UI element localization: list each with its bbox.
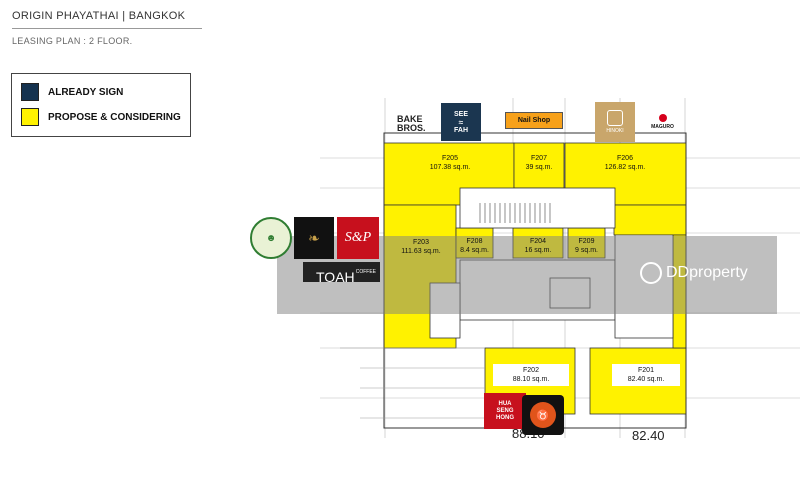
watermark-text: DDproperty [666,264,748,281]
logo-sp: S&P [337,217,379,259]
logo-bake-bros: BAKE BROS. [397,111,437,137]
unit-f207: F207 39 sq.m. [514,154,564,172]
unit-f209-area: 9 sq.m. [575,247,598,254]
logo-maguro-text: MAGURO [651,124,674,130]
page-title: ORIGIN PHAYATHAI | BANGKOK [12,10,186,22]
unit-f208-area: 8.4 sq.m. [460,247,489,254]
unit-f209-id: F209 [578,238,595,245]
dimension-f201: 82.40 [632,428,665,443]
unit-f202: F202 88.10 sq.m. [493,364,569,386]
logo-coffee: COFFEE [303,262,380,282]
logo-hua-seng-hong: HUA SENG HONG [484,393,526,429]
legend-item-signed: ALREADY SIGN [21,83,123,101]
wave-icon: ≈ [458,117,464,127]
unit-f207-area: 39 sq.m. [525,164,553,171]
logo-bake-bros-text: BAKE BROS. [397,114,426,133]
unit-f203: F203 111.63 sq.m. [388,238,454,256]
maguro-dot-icon [658,114,667,122]
unit-f205-area: 107.38 sq.m. [429,164,471,171]
legend: ALREADY SIGN PROPOSE & CONSIDERING [11,73,191,137]
logo-toah: TOAH [316,269,355,285]
unit-f208-id: F208 [466,238,483,245]
unit-f204-area: 16 sq.m. [524,247,552,254]
logo-hsh-line1: HUA [498,400,512,407]
bird-icon: ❧ [308,229,320,246]
hinoki-emblem-icon [607,110,623,126]
legend-label-propose: PROPOSE & CONSIDERING [48,111,181,123]
legend-item-propose: PROPOSE & CONSIDERING [21,108,181,126]
unit-f204-id: F204 [530,238,546,245]
title-divider [12,28,202,29]
unit-f203-id: F203 [413,239,429,246]
logo-see-fah-line1: SEE [453,110,468,118]
bull-icon: ♉ [530,402,556,428]
unit-f205: F205 107.38 sq.m. [400,154,500,172]
stairs [479,203,551,223]
logo-nail-shop-text: Nail Shop [517,117,551,124]
logo-circle-mascot: ☻ [250,217,292,259]
unit-f202-area: 88.10 sq.m. [512,376,550,383]
legend-swatch-signed [21,83,39,101]
legend-swatch-propose [21,108,39,126]
unit-f202-id: F202 [523,367,539,374]
unit-f206-id: F206 [617,155,633,162]
logo-coffee-text: COFFEE [355,269,376,275]
unit-f201-area: 82.40 sq.m. [627,376,665,383]
mascot-icon: ☻ [265,232,277,244]
unit-f203-area: 111.63 sq.m. [401,248,441,255]
lower-left-zone [340,347,485,419]
floor-plan: F205 107.38 sq.m. F207 39 sq.m. F206 126… [277,88,800,477]
unit-f201: F201 82.40 sq.m. [612,364,680,386]
unit-f209: F209 9 sq.m. [568,237,605,255]
logo-see-fah-line2: FAH [454,126,468,134]
unit-f201-id: F201 [638,367,654,374]
house-icon [640,262,662,284]
logo-bull: ♉ [522,395,564,435]
logo-nail-shop: Nail Shop [505,112,563,129]
logo-sp-text: S&P [344,230,372,245]
legend-label-signed: ALREADY SIGN [48,86,124,98]
logo-maguro: MAGURO [640,108,685,136]
logo-see-fah: SEE ≈ FAH [441,103,481,141]
logo-hinoki: HINOKI [595,102,635,142]
unit-f208: F208 8.4 sq.m. [456,237,493,255]
logo-hsh-line2: SENG [496,407,514,414]
logo-hinoki-text: HINOKI [606,128,624,134]
unit-f205-id: F205 [442,155,458,162]
unit-f206-area: 126.82 sq.m. [604,164,646,171]
unit-f204: F204 16 sq.m. [513,237,563,255]
logo-gold-bird: ❧ [294,217,334,259]
page-subtitle: LEASING PLAN : 2 FLOOR. [12,36,133,46]
watermark-logo: DDproperty [640,262,748,284]
logo-hsh-line3: HONG [496,414,514,421]
unit-f207-id: F207 [531,155,547,162]
unit-f206: F206 126.82 sq.m. [580,154,670,172]
